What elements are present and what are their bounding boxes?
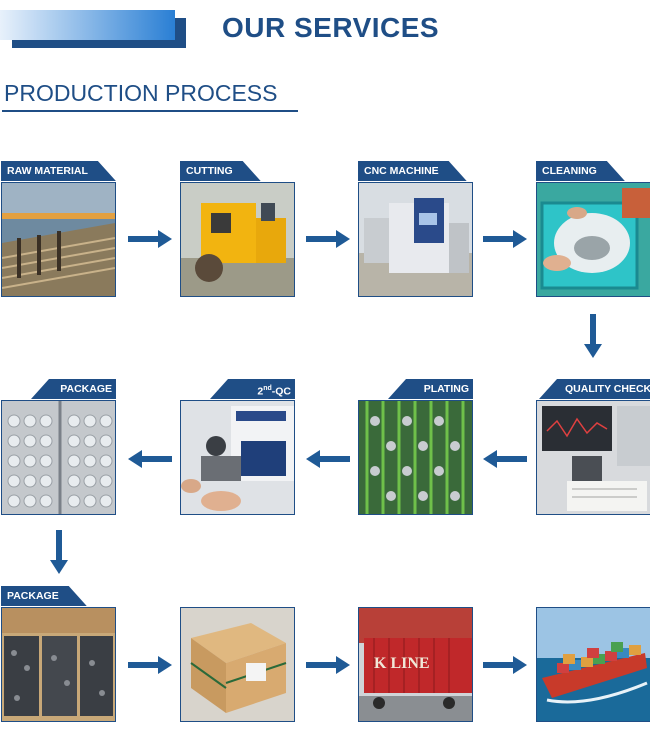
step-label: RAW MATERIAL: [1, 161, 116, 181]
step-label: CLEANING: [536, 161, 625, 181]
qc-suffix-sup: nd: [263, 385, 272, 392]
subtitle-underline: [2, 110, 298, 112]
arrow-left-icon: [483, 450, 527, 468]
package-tray-photo: [1, 400, 116, 515]
arrow-left-icon: [128, 450, 172, 468]
cnc-machine-photo: [358, 182, 473, 297]
plating-photo: [358, 400, 473, 515]
package-bags-photo: [1, 607, 116, 722]
step-label: PACKAGE: [31, 379, 116, 399]
arrow-right-icon: [483, 230, 527, 248]
kline-logo-text: K LINE: [374, 655, 430, 672]
arrow-left-icon: [306, 450, 350, 468]
quality-checking-photo: [536, 400, 650, 515]
arrow-right-icon: [128, 230, 172, 248]
arrow-down-icon: [50, 530, 68, 574]
cargo-ship-photo: [536, 607, 650, 722]
step-label: 2nd-QC: [210, 379, 295, 399]
arrow-down-icon: [584, 314, 602, 358]
step-label: CUTTING: [180, 161, 261, 181]
arrow-right-icon: [483, 656, 527, 674]
header-decoration: [0, 10, 186, 48]
step-label: PACKAGE: [1, 586, 87, 606]
container-truck-photo: K LINE: [358, 607, 473, 722]
cutting-photo: [180, 182, 295, 297]
arrow-right-icon: [306, 230, 350, 248]
wooden-crate-photo: [180, 607, 295, 722]
cleaning-photo: [536, 182, 650, 297]
arrow-right-icon: [128, 656, 172, 674]
step-label: PLATING: [388, 379, 473, 399]
qc-prefix: 2: [257, 385, 264, 398]
page-title: OUR SERVICES: [222, 12, 440, 43]
section-subtitle: PRODUCTION PROCESS: [4, 80, 278, 106]
qc-suffix: -QC: [271, 385, 291, 398]
raw-material-photo: [1, 182, 116, 297]
step-label: QUALITY CHECKING: [539, 379, 650, 399]
step-label: CNC MACHINE: [358, 161, 467, 181]
arrow-right-icon: [306, 656, 350, 674]
second-qc-photo: [180, 400, 295, 515]
